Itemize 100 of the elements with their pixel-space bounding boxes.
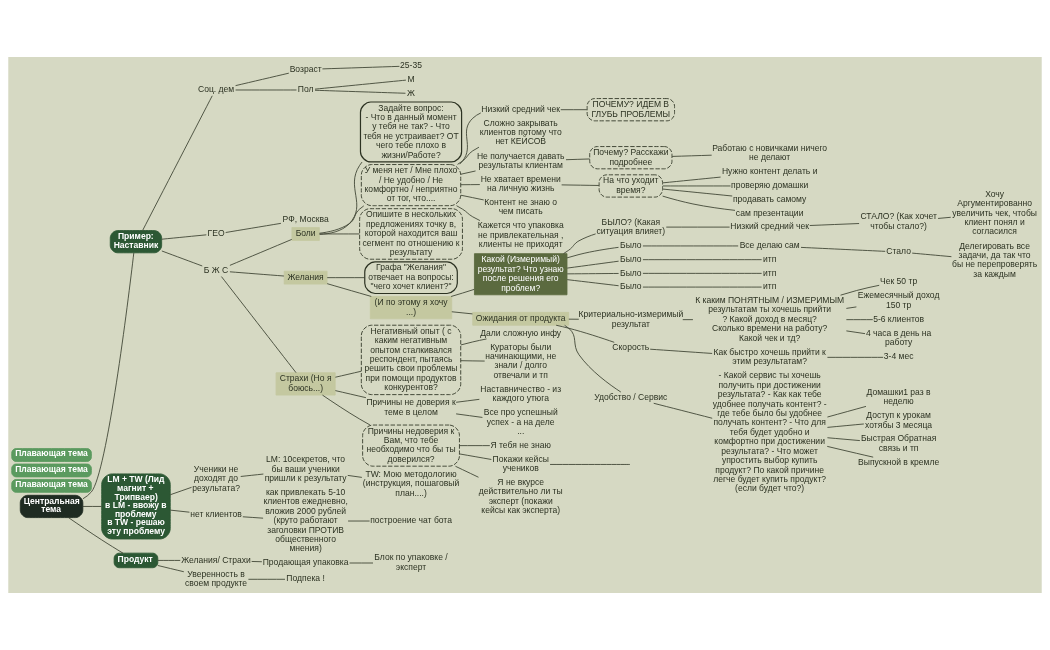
node-text: Блок по упаковке / эксперт	[374, 552, 448, 572]
node-text: Продающая упаковка	[262, 557, 349, 568]
node-text: Скорость	[612, 342, 650, 353]
node-box: Какой (Измеримый) результат? Что узнаю после решения его проблем?	[474, 253, 568, 296]
node-text: Пол	[297, 84, 314, 95]
node-box: Страхи (Но я боюсь...)	[275, 372, 336, 396]
connector	[845, 330, 866, 335]
node-text: TW: Мою методологию (инструкция, пошаговый план....)	[362, 468, 460, 498]
connector	[450, 288, 475, 297]
node-text: итп	[762, 267, 777, 278]
connector	[157, 565, 185, 573]
node-text: Уверенность в своем продукте	[185, 568, 248, 589]
connector	[229, 271, 285, 277]
node-text: 4 часа в день на работу	[865, 327, 932, 348]
connector	[326, 277, 366, 279]
connector	[326, 283, 372, 297]
connector	[566, 279, 620, 287]
node-text: Наставничество - из каждого утюга	[480, 383, 562, 404]
node-text: Низкий средний чек	[481, 103, 561, 114]
node-box: Плавающая тема	[11, 479, 92, 493]
node-box: Опишите в нескольких предложениях точку в, которой находится ваш сегмент по отношению к результату	[359, 208, 463, 260]
node-text: Я тебя не знаю	[490, 439, 551, 450]
connector	[459, 445, 491, 447]
connector	[347, 475, 363, 478]
node-text: Стало	[886, 246, 911, 257]
connector	[561, 184, 600, 186]
node-text: Я не вкурсе действительно ли ты эксперт (покажи кейсы как эксперта)	[478, 477, 563, 516]
connector	[827, 356, 884, 358]
connector	[459, 453, 492, 460]
connector	[82, 252, 135, 500]
connector	[235, 72, 290, 87]
connector	[662, 185, 731, 187]
node-text: Работаю с новичками ничего не делают	[712, 142, 828, 163]
connector	[322, 65, 400, 70]
connector	[840, 284, 880, 296]
connector	[827, 437, 861, 441]
node-text: Быстрая Обратная связь и тп	[860, 433, 937, 453]
connector	[319, 161, 363, 235]
connector	[671, 154, 713, 157]
connector	[161, 234, 207, 240]
connector	[549, 464, 631, 465]
connector	[642, 272, 763, 274]
connector	[314, 89, 406, 94]
node-text: Б Ж С	[203, 264, 229, 275]
node-box: Графа "Желания" отвечает на вопросы: "чего хочет клиент?"	[364, 261, 458, 295]
node-text: сам презентации	[735, 207, 804, 218]
node-text: Было	[620, 240, 642, 251]
node-text: Подпека !	[286, 573, 325, 584]
node-box: Негативный опыт ( с каким негативным опытом сталкивался респондент, пытаясь решить свои проблемы при помощи продуктов конкурентов?	[360, 324, 462, 396]
node-box: ПОЧЕМУ? ИДЕМ В ГЛУБЬ ПРОБЛЕМЫ	[586, 98, 675, 122]
connector	[251, 561, 263, 563]
node-text: Было	[620, 267, 642, 278]
connector	[642, 286, 763, 288]
connector	[460, 360, 486, 362]
node-text: Делегировать все задачи, да так что бы не перепроверять за каждым	[952, 240, 1038, 279]
node-box: Желания	[283, 270, 328, 285]
connector	[225, 222, 282, 233]
connector	[455, 398, 480, 403]
connector	[82, 506, 103, 507]
node-text: К каким ПОНЯТНЫМ / ИЗМЕРИМЫМ результатам ты хочешь прийти ? Какой доход в месяц? Сколько времени на работу? Какой чек и тд?	[695, 294, 845, 343]
connector	[827, 405, 867, 418]
node-text: Доступ к урокам хотябы 3 месяца	[865, 410, 933, 430]
connector	[240, 473, 264, 477]
node-text: построение чат бота	[370, 515, 452, 526]
node-box: Задайте вопрос: - Что в данный момент у тебя не так? - Что тебя не устраивает? ОТ чего тебе плохо в жизни/Работе?	[359, 101, 463, 163]
connector	[229, 239, 293, 266]
node-text: Как быстро хочешь прийти к этим результатам?	[713, 346, 826, 367]
node-text: Критериально-измеримый результат	[578, 309, 684, 329]
node-text: Домашки1 раз в неделю	[866, 387, 931, 407]
node-text: Сложно закрывать клиентов потому что нет КЕЙСОВ	[479, 117, 562, 147]
node-text: - Какой сервис ты хочешь получить при достижении результата? - Как как тебе удобнее получать контент? - где тебе было бы удобнее получать контент? - Что для тебя будет удобно и комфортно при достижении результата? - Что может упростить выбор купить продукт? По какой причине легче будет купить продукт? (если будет что?)	[712, 370, 827, 494]
connector	[564, 324, 622, 393]
connector	[349, 562, 374, 564]
connector	[457, 146, 480, 165]
node-box: (И по этому я хочу ...)	[369, 296, 453, 320]
node-text: Покажи кейсы учеников	[492, 453, 549, 474]
node-text: 5-6 клиентов	[873, 313, 925, 324]
connector	[242, 516, 264, 519]
connector	[157, 560, 181, 561]
node-text: СТАЛО? (Как хочет чтобы стало?)	[860, 211, 937, 231]
connector	[566, 246, 619, 259]
connector	[662, 188, 733, 197]
connector	[347, 520, 371, 522]
node-text: Удобство / Сервис	[594, 391, 668, 402]
node-text: РФ, Москва	[282, 213, 329, 224]
node-text: Не хватает времени на личную жизнь	[480, 173, 561, 194]
connector	[334, 390, 367, 399]
node-box: Пример: Наставник	[109, 230, 163, 254]
connector	[568, 318, 580, 320]
connector	[826, 445, 874, 458]
node-text: Ж	[407, 87, 415, 98]
connector	[455, 413, 483, 418]
connector	[142, 95, 213, 231]
node-text: Желания/ Страхи	[181, 554, 251, 565]
connector	[456, 205, 481, 221]
node-box: У меня нет / Мне плохо / Не удобно / Не комфортно / неприятно от тог, что....	[360, 164, 462, 207]
node-text: ГЕО	[207, 228, 225, 239]
node-text: LM: 10секретов, что бы ваши ученики пришли к результату	[264, 454, 347, 484]
connector	[911, 252, 952, 258]
node-text: Все про успешный успех - а на деле ...	[483, 407, 558, 437]
